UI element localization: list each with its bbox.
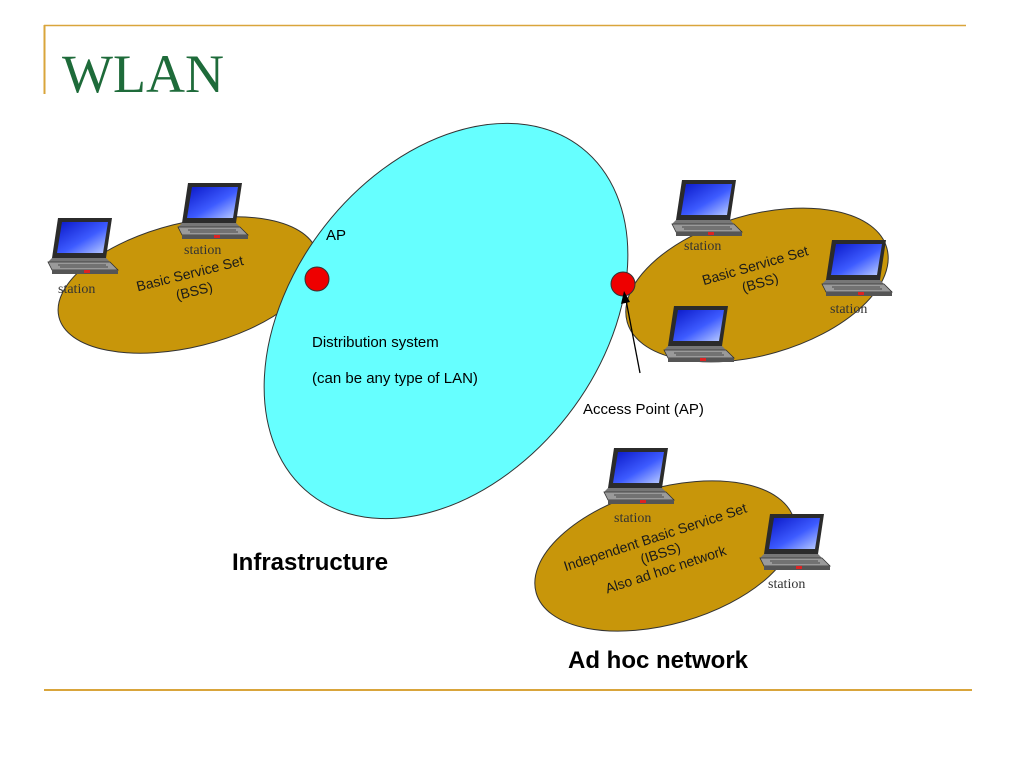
access-point-label: Access Point (AP) bbox=[583, 401, 704, 418]
station-label-right-bss-right: station bbox=[830, 302, 867, 317]
laptop-icon-left-bss-top bbox=[177, 182, 249, 240]
station-label-ibss-right: station bbox=[768, 577, 805, 592]
station-label-right-bss-top: station bbox=[684, 239, 721, 254]
slide-title: WLAN bbox=[62, 44, 224, 104]
laptop-icon-right-bss-bottom bbox=[663, 305, 735, 363]
distribution-system-label-line2: (can be any type of LAN) bbox=[312, 370, 478, 387]
ap-label: AP bbox=[326, 227, 346, 244]
station-label-left-bss-top: station bbox=[184, 243, 221, 258]
left-access-point bbox=[304, 266, 330, 292]
infrastructure-caption: Infrastructure bbox=[232, 549, 388, 576]
adhoc-network-caption: Ad hoc network bbox=[568, 647, 749, 674]
right-access-point bbox=[610, 271, 636, 297]
laptop-icon-left-bss-left bbox=[47, 217, 119, 275]
laptop-icon-ibss-right bbox=[759, 513, 831, 571]
laptop-icon-right-bss-top bbox=[671, 179, 743, 237]
access-point-arrow bbox=[625, 299, 641, 374]
laptop-icon-ibss-top bbox=[603, 447, 675, 505]
distribution-system-label-line1: Distribution system bbox=[312, 334, 439, 351]
access-point-arrow-head bbox=[621, 291, 630, 304]
station-label-ibss-top: station bbox=[614, 511, 651, 526]
laptop-icon-right-bss-right bbox=[821, 239, 893, 297]
distribution-system-ellipse bbox=[263, 122, 629, 520]
station-label-left-bss-left: station bbox=[58, 282, 95, 297]
